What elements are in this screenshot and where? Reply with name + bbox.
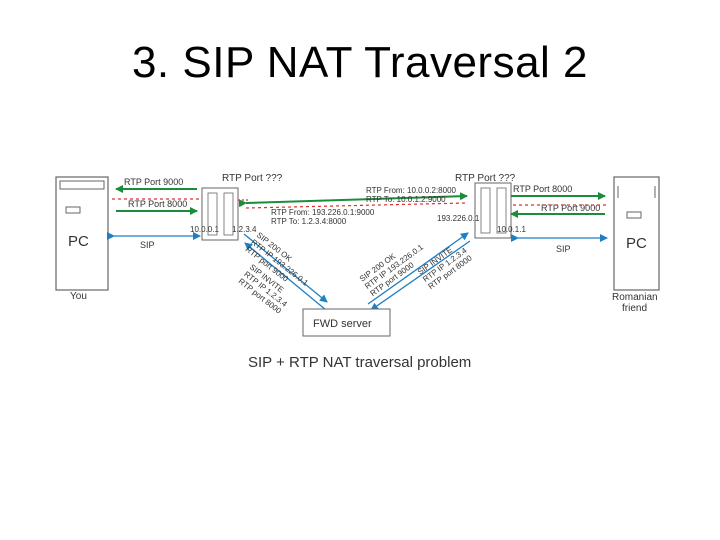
diagram-caption: SIP + RTP NAT traversal problem <box>248 354 471 371</box>
right-sip-label: SIP <box>556 244 571 254</box>
fwd-server-label: FWD server <box>313 318 372 330</box>
sip-from-server-left-lower <box>244 242 327 311</box>
right-pc: PC <box>613 176 660 291</box>
left-sip-label: SIP <box>140 240 155 250</box>
right-invite-message: SIP INVITE RTP IP 1.2.3.4 RTP port 8000 <box>416 245 474 291</box>
left-rtp-9000-label: RTP Port 9000 <box>124 177 183 187</box>
right-public-ip: 193.226.0.1 <box>437 214 480 223</box>
left-nat-port-label: RTP Port ??? <box>222 173 283 184</box>
left-pc: PC <box>55 176 109 291</box>
right-private-ip: 10.0.1.1 <box>497 225 526 234</box>
left-nat-router <box>201 187 239 241</box>
left-pc-label: PC <box>68 233 89 250</box>
right-pc-caption-line1: Romanian <box>612 292 658 303</box>
right-rtp-8000-label: RTP Port 8000 <box>513 184 572 194</box>
right-nat-router <box>474 182 512 239</box>
sip-to-server-left-upper <box>243 233 328 303</box>
sip-right-to-server-lower <box>370 240 471 311</box>
slide-title: 3. SIP NAT Traversal 2 <box>131 38 589 87</box>
fwd-server: FWD server <box>302 308 391 337</box>
rtp-from-lower-line2: RTP To: 1.2.3.4:8000 <box>271 217 347 226</box>
middle-rtp-arrow <box>238 192 468 208</box>
rtp-from-upper-line2: RTP To: 10.0.1.2:9000 <box>366 195 446 204</box>
left-pc-caption: You <box>70 291 87 302</box>
left-public-ip: 1.2.3.4 <box>232 225 257 234</box>
right-nat-port-label: RTP Port ??? <box>455 173 516 184</box>
left-private-ip: 10.0.0.1 <box>190 225 219 234</box>
right-pc-label: PC <box>626 235 647 252</box>
middle-dashed-line <box>245 202 467 209</box>
rtp-from-lower-line1: RTP From: 193.226.0.1:9000 <box>271 208 375 217</box>
right-pc-caption-line2: friend <box>622 303 647 314</box>
left-rtp-8000-label: RTP Port 8000 <box>128 199 187 209</box>
rtp-from-upper-line1: RTP From: 10.0.0.2:8000 <box>366 186 457 195</box>
right-rtp-9000-label: RTP Port 9000 <box>541 203 600 213</box>
sip-server-to-right-upper <box>367 232 469 305</box>
